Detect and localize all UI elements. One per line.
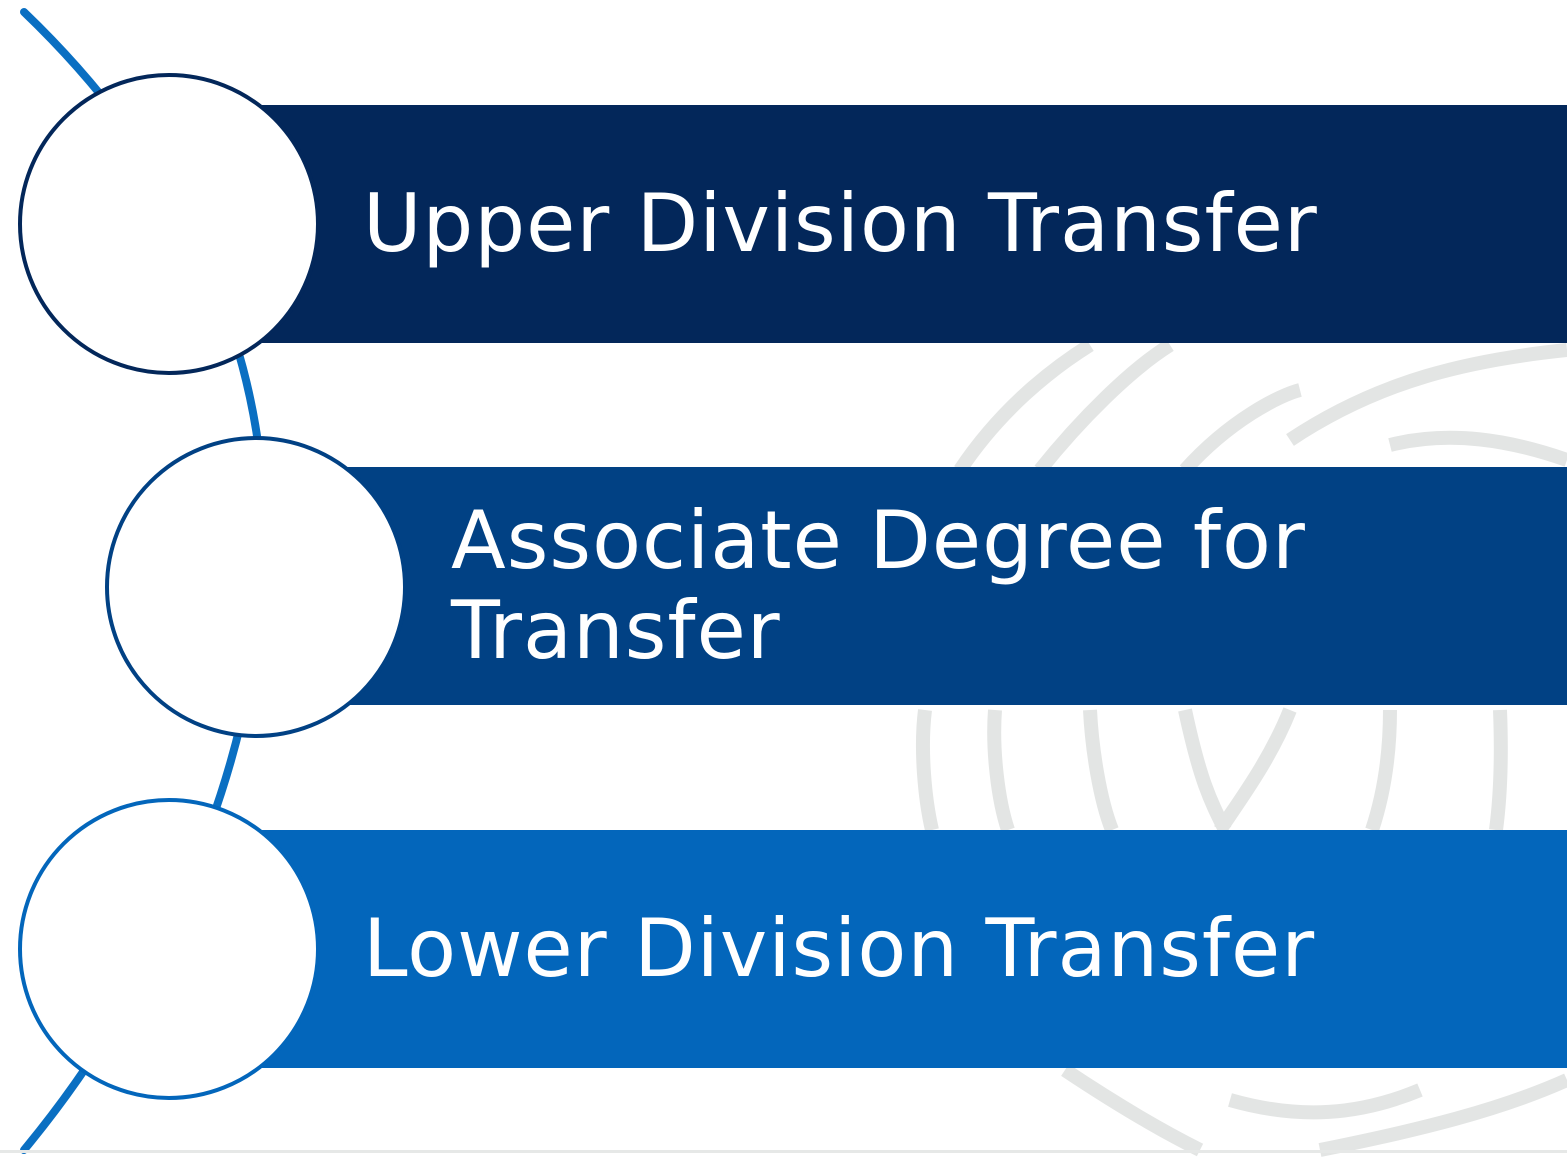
upper-division-transfer-label: Upper Division Transfer — [363, 177, 1318, 271]
lower-division-transfer-label: Lower Division Transfer — [363, 902, 1316, 996]
bottom-divider — [0, 1150, 1567, 1153]
upper-division-transfer-bar: Upper Division Transfer — [168, 105, 1567, 343]
upper-division-transfer-circle — [18, 73, 320, 375]
lower-division-transfer-circle — [18, 798, 320, 1100]
associate-degree-for-transfer-circle — [105, 436, 407, 738]
lower-division-transfer-bar: Lower Division Transfer — [168, 830, 1567, 1068]
associate-degree-for-transfer-bar: Associate Degree for Transfer — [256, 467, 1567, 705]
associate-degree-for-transfer-label: Associate Degree for Transfer — [451, 494, 1306, 677]
